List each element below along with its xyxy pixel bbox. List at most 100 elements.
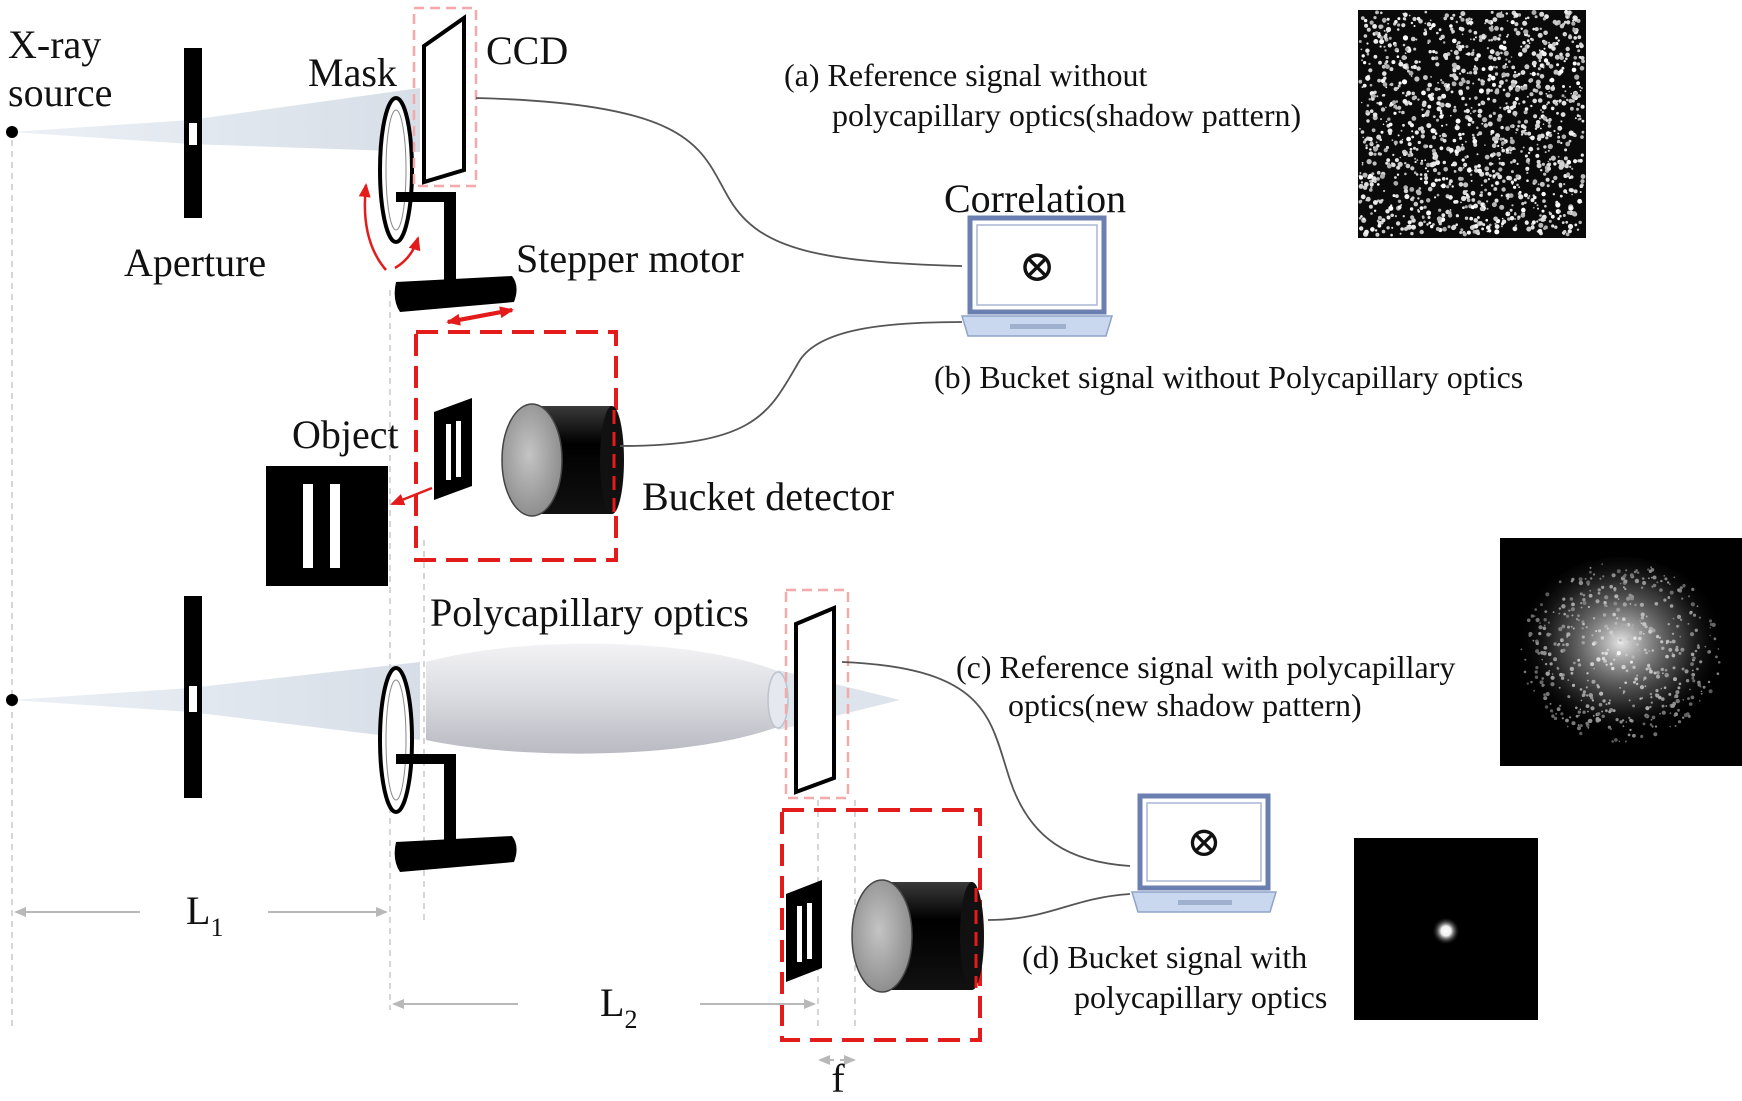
speckle-dot bbox=[1455, 214, 1459, 218]
speckle-dot bbox=[1492, 169, 1495, 173]
speckle-dot bbox=[1539, 622, 1541, 624]
speckle-dot bbox=[1529, 92, 1534, 97]
speckle-dot bbox=[1487, 192, 1492, 196]
speckle-dot bbox=[1414, 130, 1419, 135]
speckle-dot bbox=[1444, 13, 1450, 18]
speckle-dot bbox=[1366, 52, 1370, 56]
speckle-dot bbox=[1573, 36, 1577, 40]
speckle-dot bbox=[1590, 706, 1595, 711]
xray-beam-bottom bbox=[12, 662, 420, 740]
speckle-dot bbox=[1451, 224, 1457, 230]
speckle-dot bbox=[1442, 160, 1447, 165]
speckle-dot bbox=[1487, 178, 1490, 181]
speckle-dot bbox=[1461, 195, 1467, 202]
speckle-dot bbox=[1506, 66, 1509, 68]
speckle-dot bbox=[1382, 71, 1387, 76]
speckle-dot bbox=[1438, 28, 1442, 32]
speckle-dot bbox=[1550, 214, 1555, 219]
speckle-dot bbox=[1556, 667, 1560, 670]
speckle-dot bbox=[1625, 721, 1628, 723]
speckle-dot bbox=[1522, 20, 1528, 26]
speckle-dot bbox=[1514, 213, 1517, 216]
speckle-dot bbox=[1612, 709, 1616, 713]
speckle-dot bbox=[1463, 110, 1467, 113]
mask-bottom bbox=[378, 666, 414, 814]
bucket-frame-top bbox=[414, 330, 618, 562]
speckle-dot bbox=[1393, 181, 1399, 186]
speckle-dot bbox=[1548, 52, 1554, 57]
speckle-dot bbox=[1470, 18, 1473, 21]
speckle-dot bbox=[1677, 720, 1682, 724]
speckle-dot bbox=[1483, 179, 1488, 183]
speckle-dot bbox=[1386, 158, 1391, 163]
speckle-dot bbox=[1648, 650, 1650, 652]
speckle-dot bbox=[1397, 199, 1402, 203]
speckle-dot bbox=[1541, 683, 1545, 687]
speckle-dot bbox=[1461, 79, 1466, 84]
speckle-dot bbox=[1413, 201, 1419, 207]
bucket-frame-bottom bbox=[780, 808, 982, 1042]
speckle-dot bbox=[1612, 612, 1616, 617]
speckle-dot bbox=[1639, 630, 1643, 634]
speckle-dot bbox=[1428, 50, 1432, 54]
speckle-dot bbox=[1495, 51, 1500, 57]
stepper-motor-bottom bbox=[394, 754, 517, 872]
speckle-dot bbox=[1570, 671, 1574, 675]
speckle-dot bbox=[1586, 694, 1589, 697]
speckle-dot bbox=[1461, 70, 1464, 72]
speckle-dot bbox=[1484, 167, 1487, 170]
speckle-dot bbox=[1542, 123, 1545, 125]
speckle-dot bbox=[1383, 76, 1387, 80]
speckle-dot bbox=[1415, 173, 1419, 176]
speckle-dot bbox=[1373, 209, 1377, 212]
speckle-dot bbox=[1580, 104, 1585, 109]
speckle-dot bbox=[1585, 686, 1588, 689]
speckle-dot bbox=[1501, 217, 1504, 220]
speckle-dot bbox=[1537, 32, 1543, 38]
speckle-dot bbox=[1600, 636, 1605, 640]
speckle-dot bbox=[1557, 642, 1561, 646]
speckle-dot bbox=[1670, 703, 1675, 708]
speckle-dot bbox=[1632, 733, 1636, 738]
speckle-dot bbox=[1477, 113, 1482, 118]
speckle-dot bbox=[1613, 587, 1617, 591]
speckle-dot bbox=[1368, 68, 1373, 73]
speckle-dot bbox=[1369, 148, 1372, 151]
speckle-dot bbox=[1451, 30, 1455, 34]
speckle-dot bbox=[1554, 20, 1560, 26]
speckle-dot bbox=[1408, 51, 1411, 53]
speckle-dot bbox=[1672, 666, 1676, 670]
speckle-dot bbox=[1368, 151, 1374, 156]
speckle-dot bbox=[1437, 81, 1439, 84]
speckle-dot bbox=[1470, 52, 1475, 56]
speckle-dot bbox=[1435, 62, 1440, 67]
speckle-dot bbox=[1402, 63, 1408, 69]
speckle-dot bbox=[1548, 653, 1551, 656]
speckle-dot bbox=[1494, 89, 1500, 95]
speckle-dot bbox=[1622, 586, 1625, 589]
speckle-dot bbox=[1577, 118, 1581, 121]
speckle-dot bbox=[1419, 173, 1423, 176]
speckle-dot bbox=[1526, 44, 1530, 48]
speckle-dot bbox=[1373, 16, 1377, 20]
speckle-dot bbox=[1440, 79, 1443, 82]
speckle-dot bbox=[1396, 28, 1400, 31]
speckle-dot bbox=[1692, 613, 1697, 617]
speckle-dot bbox=[1376, 95, 1379, 98]
speckle-dot bbox=[1677, 708, 1680, 712]
speckle-dot bbox=[1449, 209, 1452, 211]
speckle-dot bbox=[1534, 675, 1539, 679]
speckle-dot bbox=[1671, 639, 1676, 644]
speckle-dot bbox=[1499, 80, 1504, 85]
speckle-dot bbox=[1358, 183, 1364, 189]
speckle-dot bbox=[1385, 86, 1388, 89]
speckle-dot bbox=[1645, 651, 1648, 655]
speckle-dot bbox=[1514, 71, 1517, 74]
speckle-dot bbox=[1423, 220, 1426, 224]
speckle-dot bbox=[1587, 719, 1592, 723]
speckle-dot bbox=[1624, 681, 1627, 684]
speckle-dot bbox=[1547, 166, 1551, 171]
speckle-dot bbox=[1481, 227, 1484, 231]
speckle-dot bbox=[1539, 74, 1545, 79]
ccd-top bbox=[412, 6, 478, 188]
